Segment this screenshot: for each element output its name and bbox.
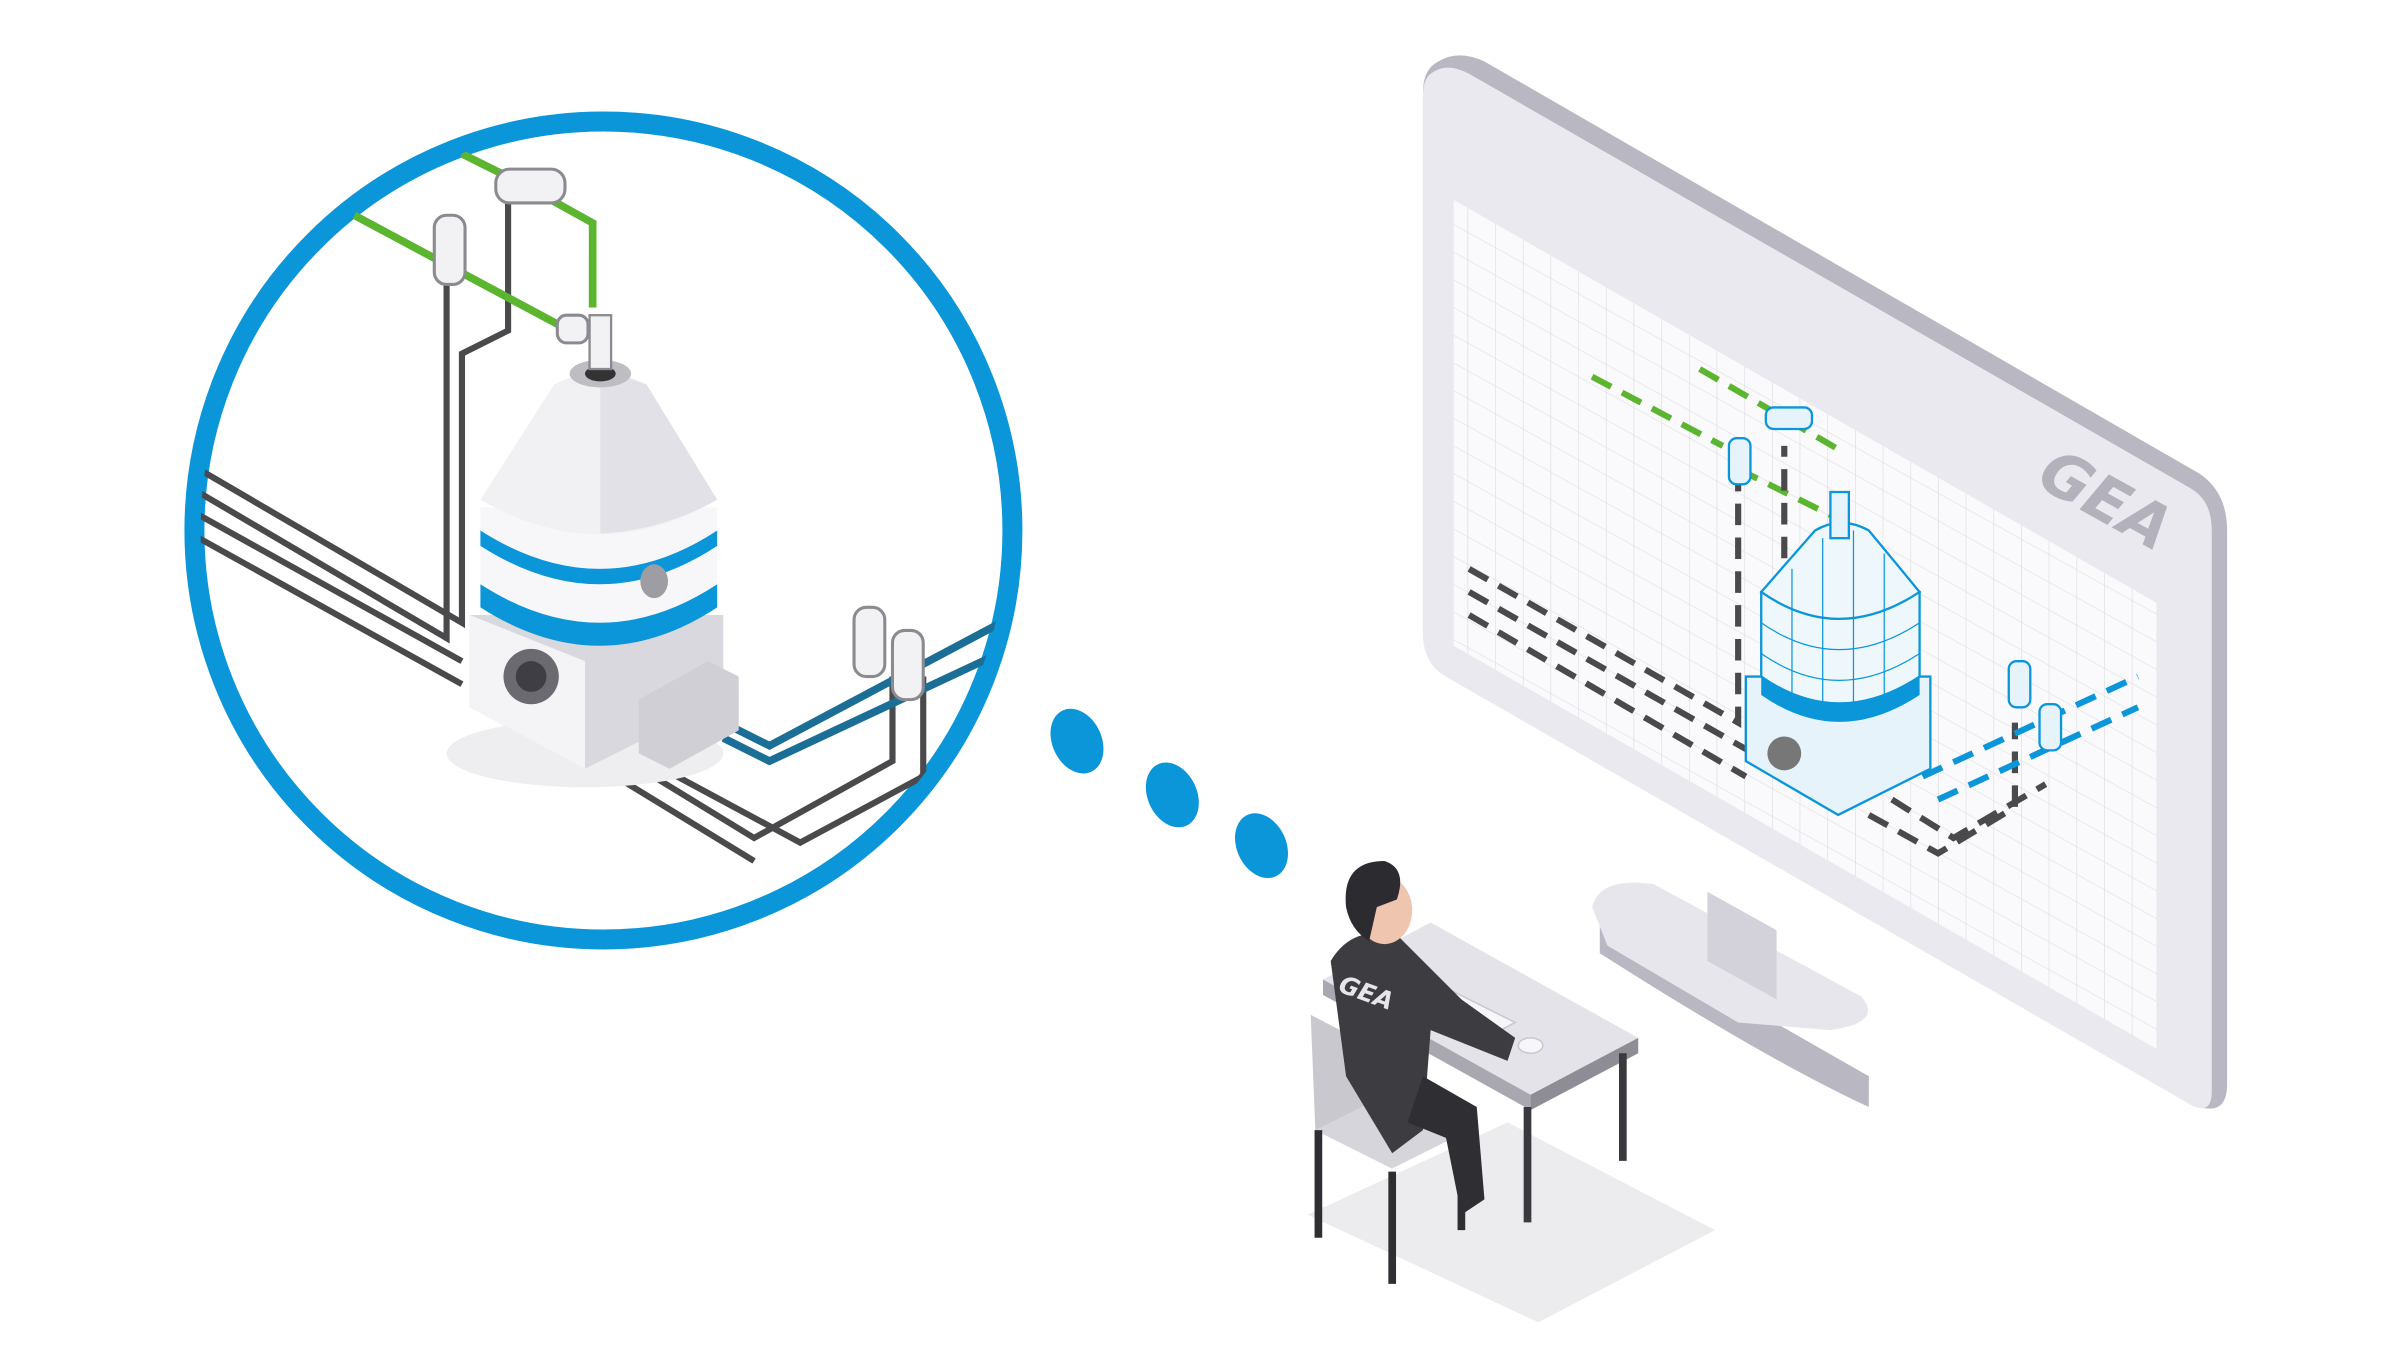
person-hair bbox=[1345, 861, 1401, 942]
mouse bbox=[1517, 1037, 1544, 1055]
centrifuge bbox=[446, 314, 739, 788]
detail-zoom-circle bbox=[184, 111, 1023, 950]
dark-pipes bbox=[200, 199, 927, 864]
person-legs bbox=[1407, 1076, 1485, 1215]
valves bbox=[432, 167, 925, 702]
centrifuge-detail bbox=[200, 150, 1007, 864]
desk-legs bbox=[1523, 1053, 1627, 1223]
floor-shadow bbox=[1307, 1122, 1716, 1323]
monitor: GEA bbox=[1422, 55, 2228, 1109]
screen-centrifuge-wireframe bbox=[1467, 366, 2140, 857]
person-at-desk: GEA bbox=[1307, 861, 1716, 1323]
person-torso bbox=[1330, 933, 1516, 1154]
connector-dots bbox=[1050, 708, 1288, 879]
